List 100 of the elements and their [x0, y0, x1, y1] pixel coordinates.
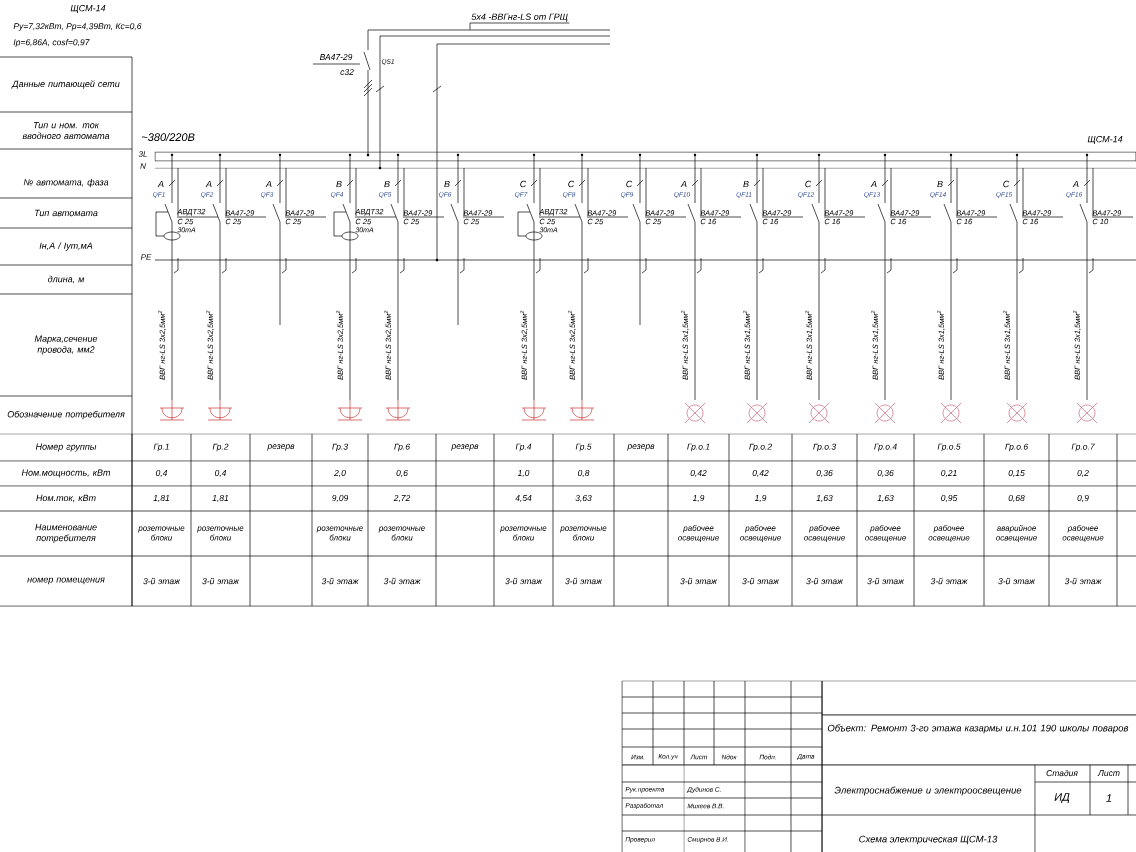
- table-cell: розеточные блоки: [560, 526, 607, 541]
- table-cell: Гр.5: [575, 443, 592, 452]
- phase-label: C: [568, 180, 575, 188]
- panel-label: ЩСМ-14: [1087, 135, 1123, 145]
- row-header: Тип и ном. ток вводного автомата: [22, 121, 110, 140]
- leader-line: [469, 22, 570, 30]
- object-title: Объект: Ремонт 3-го этажа казармы и.н.101 190 школы поваров: [827, 724, 1129, 734]
- table-cell: 1,81: [153, 495, 170, 502]
- table-cell: 0,36: [877, 470, 894, 477]
- table-cell: 3-й этаж: [505, 577, 543, 585]
- table-cell: резерв: [451, 444, 479, 451]
- table-cell: 0,8: [577, 470, 590, 477]
- voltage-label: ~380/220В: [142, 132, 195, 142]
- table-cell: рабочее освещение: [678, 525, 719, 543]
- table-cell: Гр.6: [394, 443, 411, 452]
- sheet-title: Электроснабжение и электроосвещение: [834, 786, 1022, 796]
- table-cell: Гр.о.5: [937, 443, 961, 452]
- row-header: длина, м: [47, 275, 85, 284]
- table-cell: 0,9: [1077, 495, 1089, 502]
- table-cell: 1,9: [754, 495, 767, 502]
- table-cell: розеточные блоки: [316, 526, 363, 541]
- table-cell: 3-й этаж: [565, 577, 603, 585]
- phase-label: A: [680, 180, 687, 188]
- table-cell: розеточные блоки: [500, 526, 547, 541]
- table-cell: 3-й этаж: [930, 577, 968, 585]
- cable-label: 5x4 -ВВГнг-LS от ГРЩ: [471, 13, 568, 22]
- table-cell: 3-й этаж: [1064, 577, 1102, 585]
- table-cell: розеточные блоки: [197, 526, 244, 541]
- table-cell: Гр.о.1: [687, 443, 710, 452]
- load-data: Ру=7,32кВт, Рр=4,39Вт, Кс=0,6: [13, 23, 142, 31]
- row-header: Обозначение потребителя: [7, 410, 125, 420]
- table-cell: рабочее освещение: [865, 525, 906, 543]
- table-cell: 0,21: [941, 470, 957, 477]
- breaker-rating: с32: [340, 69, 354, 75]
- table-cell: 3-й этаж: [143, 577, 181, 585]
- phase-label: B: [743, 180, 749, 188]
- row-header: Марка,сечение провода, мм2: [34, 335, 98, 355]
- load-data: Iр=6,86А, cosf=0,97: [13, 39, 90, 47]
- table-cell: Гр.4: [515, 443, 532, 452]
- table-cell: 3-й этаж: [680, 577, 718, 585]
- stamp-text: Стадия: [1046, 769, 1078, 777]
- phase-label: B: [384, 180, 390, 188]
- table-cell: 9,09: [332, 495, 349, 502]
- phase-label: B: [937, 180, 943, 188]
- table-cell: Гр.3: [332, 443, 348, 452]
- phase-label: A: [870, 180, 877, 188]
- row-header: номер помещения: [27, 577, 105, 585]
- table-cell: 0,4: [214, 470, 227, 477]
- row-header: Iн,А / Iут,мА: [39, 242, 93, 251]
- row-header: Ном.ток, кВт: [36, 494, 96, 503]
- phase-label: C: [1003, 180, 1010, 188]
- table-cell: рабочее освещение: [1062, 525, 1104, 543]
- row-header: Номер группы: [35, 443, 97, 452]
- phase-label: C: [626, 180, 633, 188]
- row-header: Наименование потребителя: [35, 524, 97, 543]
- row-header: Ном.мощность, кВт: [21, 469, 111, 478]
- table-cell: 2,72: [393, 495, 411, 502]
- feeder-cable: [367, 29, 611, 45]
- stamp-text: ИД: [1054, 793, 1070, 803]
- phase-label: B: [336, 180, 342, 188]
- row-header: Данные питающей сети: [11, 80, 120, 89]
- table-cell: аварийное освещение: [996, 524, 1037, 543]
- table-cell: 2,0: [334, 470, 346, 477]
- table-cell: 3-й этаж: [867, 577, 905, 585]
- bus-label: N: [140, 163, 146, 169]
- table-cell: 1,0: [517, 470, 530, 477]
- table-cell: Гр.2: [212, 443, 229, 452]
- table-cell: 0,15: [1008, 470, 1025, 477]
- table-cell: рабочее освещение: [928, 525, 970, 543]
- table-cell: Гр.о.6: [1005, 443, 1029, 452]
- table-cell: 4,54: [515, 495, 532, 502]
- table-cell: Гр.1: [153, 443, 169, 452]
- phase-label: B: [444, 180, 450, 188]
- table-cell: 0,68: [1008, 495, 1025, 502]
- breaker-type: ВА47-29: [319, 54, 353, 60]
- sheet-title: Схема электрическая ЩСМ-13: [859, 835, 998, 845]
- table-cell: 0,4: [155, 470, 168, 477]
- table-cell: 3-й этаж: [202, 577, 240, 585]
- table-cell: 0,6: [396, 470, 408, 477]
- table-cell: Гр.о.4: [874, 443, 897, 452]
- table-cell: розеточные блоки: [378, 526, 425, 541]
- phase-label: A: [1072, 180, 1079, 188]
- table-cell: 0,2: [1077, 470, 1089, 477]
- stamp-text: Лист: [1097, 770, 1120, 776]
- table-cell: 1,63: [877, 495, 894, 502]
- phase-label: C: [805, 180, 812, 188]
- phase-label: A: [265, 180, 272, 188]
- phase-label: A: [157, 180, 164, 188]
- table-cell: Гр.о.2: [749, 443, 772, 452]
- table-cell: 3-й этаж: [383, 577, 421, 585]
- table-cell: 1,63: [816, 495, 833, 502]
- table-cell: 3,63: [575, 495, 592, 502]
- panel-label: ЩСМ-14: [70, 4, 106, 14]
- table-cell: 3-й этаж: [806, 577, 844, 585]
- table-cell: 3-й этаж: [998, 577, 1036, 585]
- table-cell: розеточные блоки: [138, 526, 185, 541]
- table-cell: резерв: [267, 444, 295, 451]
- phase-label: A: [205, 180, 212, 188]
- bus-label: 3L: [138, 151, 147, 157]
- phase-label: C: [520, 180, 527, 188]
